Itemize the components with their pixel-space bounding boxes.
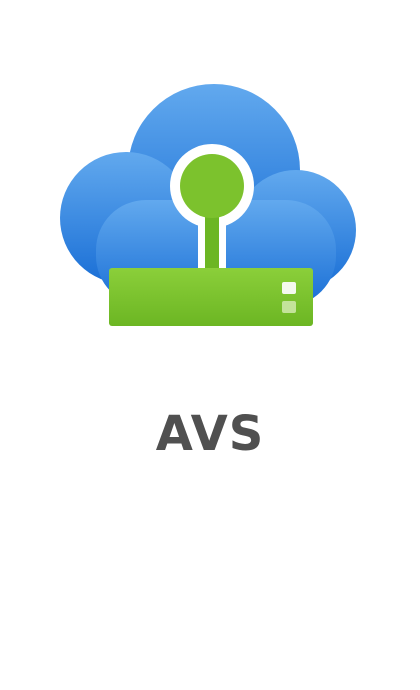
server-box (109, 268, 313, 326)
tile-label: AVS (155, 406, 265, 462)
connector-stem (170, 144, 254, 284)
cloud-server-icon (56, 82, 362, 332)
